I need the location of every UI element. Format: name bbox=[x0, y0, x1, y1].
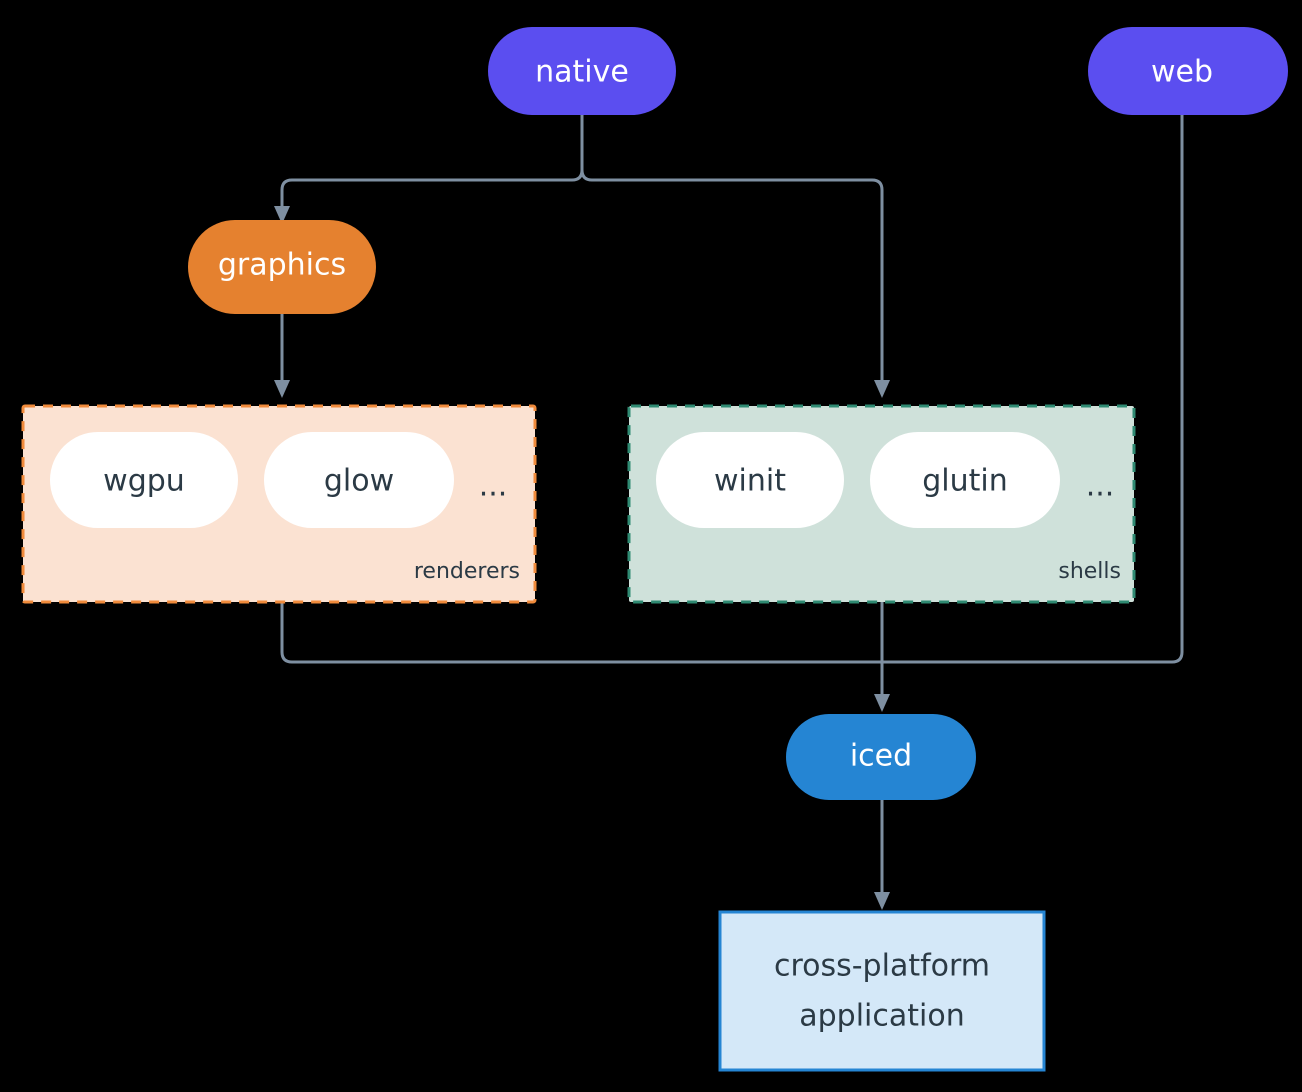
node-graphics[interactable]: graphics bbox=[188, 220, 376, 314]
arrowhead-native-to-shells bbox=[874, 380, 890, 398]
shell-pill-winit[interactable] bbox=[656, 432, 844, 528]
node-web-shape bbox=[1088, 27, 1288, 115]
node-web-label: web bbox=[1151, 55, 1213, 90]
shells-ellipsis: ... bbox=[1086, 469, 1115, 504]
node-iced-shape bbox=[786, 714, 976, 800]
renderers-ellipsis: ... bbox=[479, 469, 508, 504]
node-native[interactable]: native bbox=[488, 27, 676, 115]
edge-native-to-shells bbox=[580, 113, 884, 388]
shells-caption: shells bbox=[1058, 559, 1121, 584]
shell-label-glutin: glutin bbox=[922, 464, 1008, 499]
node-web[interactable]: web bbox=[1088, 27, 1288, 115]
node-application-label-line2: application bbox=[799, 999, 964, 1034]
node-iced[interactable]: iced bbox=[786, 714, 976, 800]
renderer-label-wgpu: wgpu bbox=[103, 464, 185, 499]
node-graphics-label: graphics bbox=[218, 248, 346, 283]
edge-renderers-to-iced bbox=[280, 600, 884, 664]
edge-web-to-iced bbox=[880, 113, 1184, 664]
node-graphics-shape bbox=[188, 220, 376, 314]
renderers-caption: renderers bbox=[414, 559, 520, 584]
arrowhead-native-to-graphics bbox=[274, 206, 290, 224]
node-application-label-line1: cross-platform bbox=[774, 949, 990, 984]
arrowhead-iced-to-application bbox=[874, 892, 890, 910]
group-shells[interactable]: winit glutin ... shells bbox=[627, 404, 1136, 604]
edge-layer bbox=[274, 113, 1184, 910]
node-application-shape bbox=[718, 910, 1046, 1072]
node-native-shape bbox=[488, 27, 676, 115]
arrowhead-graphics-to-renderers bbox=[274, 380, 290, 398]
arrowhead-merge-to-iced bbox=[874, 694, 890, 712]
renderer-pill-wgpu[interactable] bbox=[50, 432, 238, 528]
node-application[interactable]: cross-platform application bbox=[718, 910, 1046, 1072]
shell-label-winit: winit bbox=[714, 464, 786, 499]
renderer-label-glow: glow bbox=[324, 464, 394, 499]
renderer-pill-glow[interactable] bbox=[264, 432, 454, 528]
edge-native-to-graphics bbox=[280, 113, 584, 214]
group-renderers[interactable]: wgpu glow ... renderers bbox=[21, 404, 537, 604]
shell-pill-glutin[interactable] bbox=[870, 432, 1060, 528]
node-iced-label: iced bbox=[850, 739, 912, 774]
node-native-label: native bbox=[535, 55, 629, 90]
